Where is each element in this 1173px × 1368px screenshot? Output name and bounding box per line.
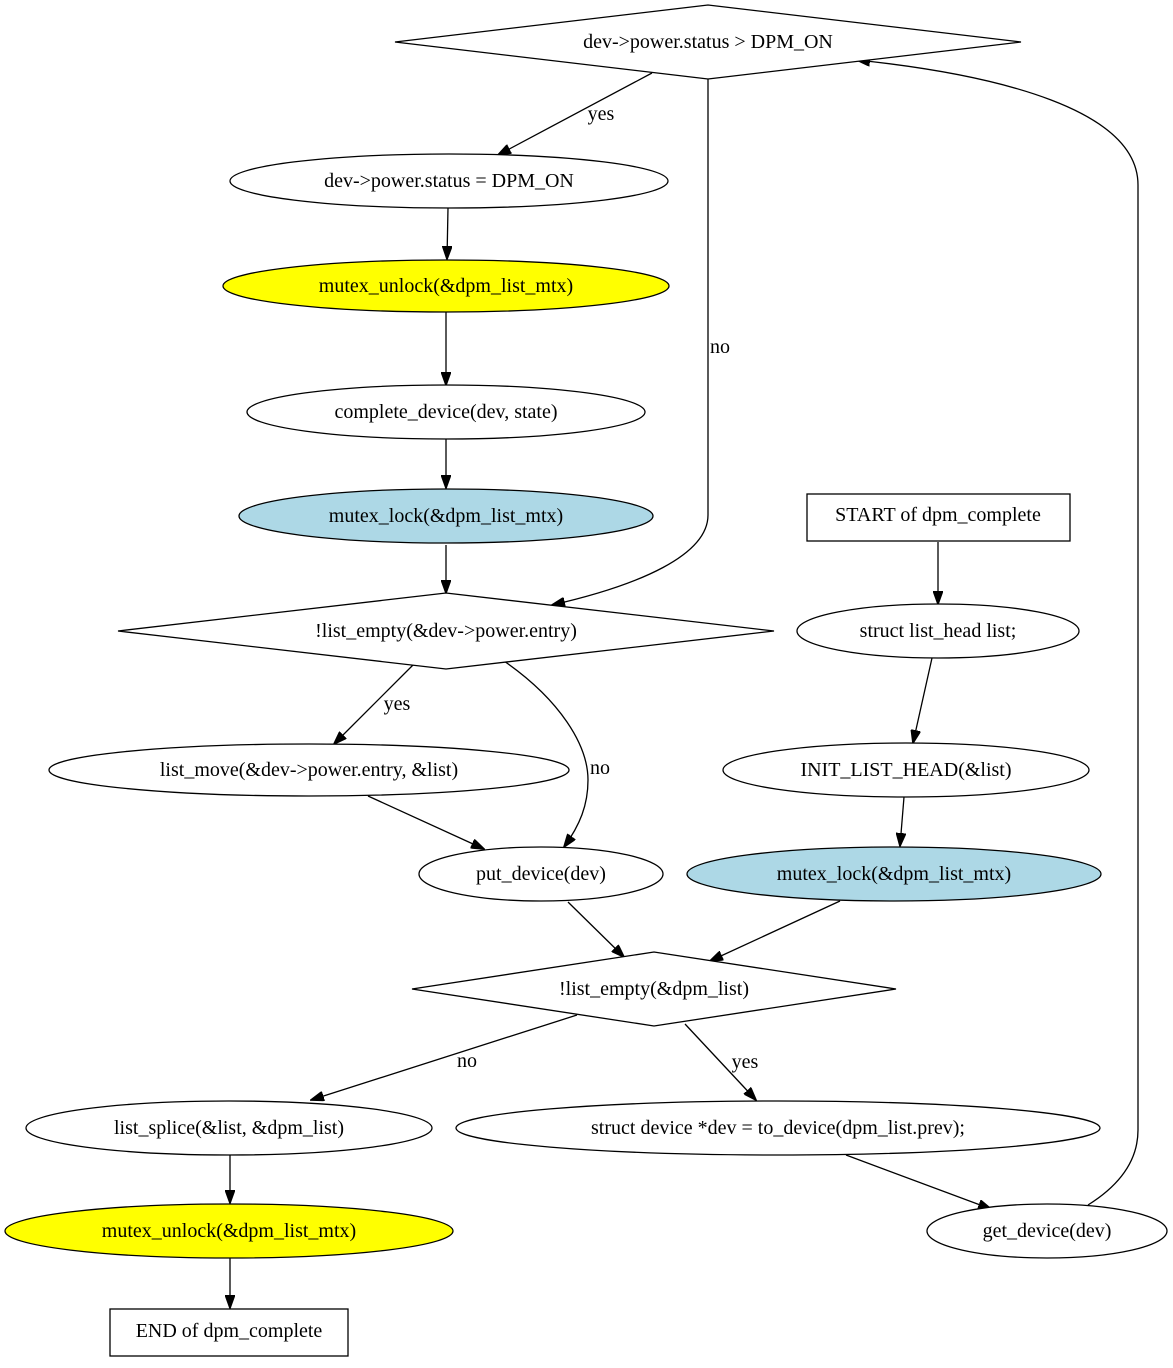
node-start-label: START of dpm_complete: [835, 504, 1041, 526]
node-end-shape: [109, 1308, 349, 1357]
edge-decl-to-init: [913, 657, 933, 743]
node-splice-label: list_splice(&list, &dpm_list): [114, 1117, 344, 1139]
node-get-device-label: get_device(dev): [983, 1220, 1112, 1242]
decision-status-shape: [394, 4, 1022, 80]
node-put-device: put_device(dev): [418, 846, 664, 902]
node-decl-list-label: struct list_head list;: [860, 620, 1017, 642]
decision-list-label: !list_empty(&dpm_list): [559, 978, 749, 1000]
node-init-list: INIT_LIST_HEAD(&list): [722, 742, 1090, 798]
edge-put-to-cond: [567, 901, 624, 957]
edges: [230, 60, 1139, 1308]
edge-list-yes: [684, 1023, 756, 1100]
edge-list-no: [311, 1014, 578, 1100]
node-init-list-shape: [722, 742, 1090, 798]
label-entry-no: no: [590, 757, 610, 779]
node-lock-2-label: mutex_lock(&dpm_list_mtx): [777, 863, 1011, 885]
node-start: START of dpm_complete: [806, 493, 1071, 542]
edge-entry-no: [503, 660, 589, 847]
node-end-label: END of dpm_complete: [136, 1320, 323, 1342]
node-splice: list_splice(&list, &dpm_list): [25, 1100, 433, 1156]
decision-list: !list_empty(&dpm_list): [411, 951, 897, 1027]
node-end: END of dpm_complete: [109, 1308, 349, 1357]
node-get-device-shape: [926, 1203, 1168, 1259]
decision-entry-label: !list_empty(&dev->power.entry): [315, 620, 577, 642]
label-list-yes: yes: [732, 1051, 759, 1073]
node-unlock-2: mutex_unlock(&dpm_list_mtx): [4, 1203, 454, 1259]
decision-status-label: dev->power.status > DPM_ON: [583, 31, 833, 53]
node-decl-list-shape: [796, 603, 1080, 659]
node-unlock-1-shape: [222, 259, 670, 313]
node-init-list-label: INIT_LIST_HEAD(&list): [800, 759, 1011, 781]
node-list-move-label: list_move(&dev->power.entry, &list): [160, 759, 458, 781]
node-to-device-shape: [455, 1100, 1101, 1156]
node-to-device: struct device *dev = to_device(dpm_list.…: [455, 1100, 1101, 1156]
label-entry-yes: yes: [384, 693, 411, 715]
node-complete-device: complete_device(dev, state): [246, 384, 646, 440]
nodes: dev->power.status > DPM_ON dev->power.st…: [4, 4, 1168, 1357]
node-decl-list: struct list_head list;: [796, 603, 1080, 659]
node-set-status-label: dev->power.status = DPM_ON: [324, 170, 574, 192]
node-complete-device-label: complete_device(dev, state): [334, 401, 557, 423]
node-put-device-label: put_device(dev): [476, 863, 606, 885]
edge-move-to-put: [367, 795, 484, 849]
node-get-device: get_device(dev): [926, 1203, 1168, 1259]
decision-list-shape: [411, 951, 897, 1027]
node-lock-2: mutex_lock(&dpm_list_mtx): [686, 846, 1102, 902]
decision-entry-shape: [117, 592, 775, 670]
edge-init-to-lock: [900, 796, 904, 846]
node-unlock-2-label: mutex_unlock(&dpm_list_mtx): [102, 1220, 356, 1242]
node-lock-1: mutex_lock(&dpm_list_mtx): [238, 488, 654, 544]
edge-status-no: [552, 79, 709, 605]
edge-set-to-unlock: [447, 207, 448, 259]
label-status-yes: yes: [588, 103, 615, 125]
label-list-no: no: [457, 1050, 477, 1072]
edge-lock-to-cond: [710, 900, 841, 961]
node-lock-2-shape: [686, 846, 1102, 902]
edge-todevice-to-get: [845, 1154, 991, 1209]
node-put-device-shape: [418, 846, 664, 902]
decision-entry: !list_empty(&dev->power.entry): [117, 592, 775, 670]
node-complete-device-shape: [246, 384, 646, 440]
node-set-status: dev->power.status = DPM_ON: [229, 153, 669, 209]
label-status-no: no: [710, 336, 730, 358]
node-set-status-shape: [229, 153, 669, 209]
node-unlock-2-shape: [4, 1203, 454, 1259]
node-start-shape: [806, 493, 1071, 542]
node-list-move-shape: [48, 743, 570, 797]
edge-get-to-status: [857, 60, 1139, 1206]
node-splice-shape: [25, 1100, 433, 1156]
node-list-move: list_move(&dev->power.entry, &list): [48, 743, 570, 797]
edge-entry-yes: [334, 664, 414, 744]
node-lock-1-shape: [238, 488, 654, 544]
node-lock-1-label: mutex_lock(&dpm_list_mtx): [329, 505, 563, 527]
edge-labels: yes no yes no no yes: [384, 103, 759, 1073]
edge-status-yes: [498, 72, 653, 155]
decision-status: dev->power.status > DPM_ON: [394, 4, 1022, 80]
node-unlock-1-label: mutex_unlock(&dpm_list_mtx): [319, 275, 573, 297]
node-to-device-label: struct device *dev = to_device(dpm_list.…: [591, 1117, 965, 1139]
node-unlock-1: mutex_unlock(&dpm_list_mtx): [222, 259, 670, 313]
